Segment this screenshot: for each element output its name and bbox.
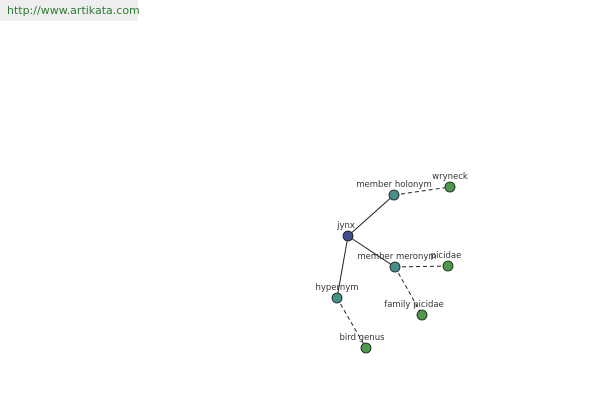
- edges-layer: [336, 186, 451, 349]
- nodes-layer: [331, 181, 456, 354]
- edge-jynx-to-member-meronym: [347, 235, 396, 268]
- edge-member-meronym-to-family-picidae: [394, 266, 423, 316]
- node-label-member-meronym: member meronym: [357, 252, 436, 262]
- node-label-family-picidae: family picidae: [384, 300, 444, 310]
- node-label-wryneck: wryneck: [432, 172, 468, 182]
- node-hypernym[interactable]: [331, 292, 343, 304]
- site-url-link[interactable]: http://www.artikata.com: [0, 0, 140, 21]
- node-label-hypernym: hypernym: [315, 283, 358, 293]
- node-bird-genus[interactable]: [360, 342, 372, 354]
- edge-member-meronym-to-picidae: [394, 265, 449, 268]
- edge-member-holonym-to-wryneck: [393, 186, 451, 196]
- node-family-picidae[interactable]: [416, 309, 428, 321]
- labels-layer: jynx member holonym member meronym hypernym…: [315, 172, 467, 343]
- node-jynx[interactable]: [342, 230, 354, 242]
- node-label-jynx: jynx: [336, 221, 355, 231]
- node-label-picidae: picidae: [431, 251, 462, 261]
- node-picidae[interactable]: [442, 260, 454, 272]
- node-label-bird-genus: bird genus: [339, 333, 385, 343]
- edge-hypernym-to-bird-genus: [336, 297, 367, 349]
- edge-jynx-to-hypernym: [336, 235, 349, 299]
- edge-jynx-to-member-holonym: [347, 194, 395, 237]
- node-member-holonym[interactable]: [388, 189, 400, 201]
- node-wryneck[interactable]: [444, 181, 456, 193]
- node-label-member-holonym: member holonym: [356, 180, 431, 190]
- node-member-meronym[interactable]: [389, 261, 401, 273]
